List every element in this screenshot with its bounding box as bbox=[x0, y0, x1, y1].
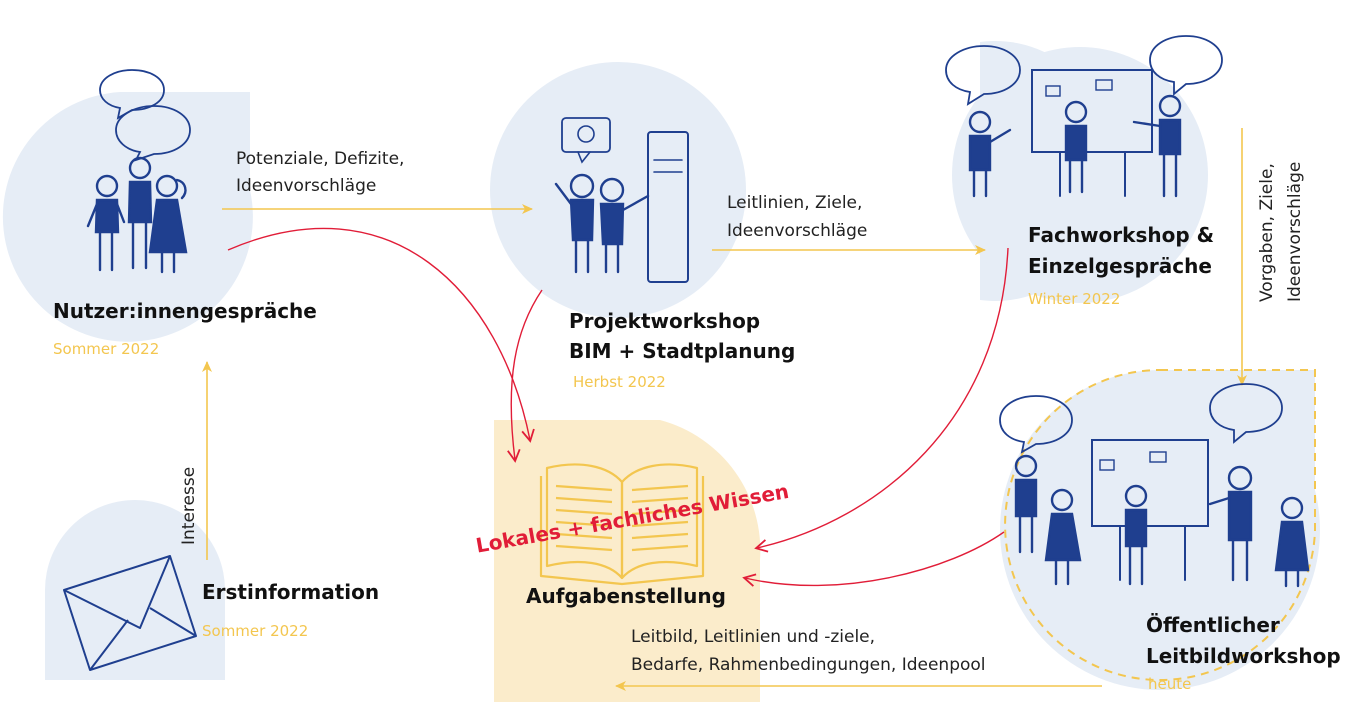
blob-projekt bbox=[490, 62, 746, 318]
leitbildworkshop-illustration bbox=[999, 383, 1310, 588]
aufgabe-title: Aufgabenstellung bbox=[526, 584, 726, 608]
person-icon bbox=[1280, 496, 1304, 520]
red-arrow-nutzer bbox=[227, 227, 535, 443]
oeffentlich-date: heute bbox=[1148, 675, 1192, 693]
erst-title: Erstinformation bbox=[202, 580, 380, 604]
speech-bubble-icon bbox=[999, 395, 1073, 454]
flow-label-nutzer-projekt-1: Potenziale, Defizite, bbox=[236, 149, 405, 169]
blob-erst bbox=[45, 500, 225, 680]
oeffentlich-title-line2: Leitbildworkshop bbox=[1146, 644, 1341, 668]
erst-date: Sommer 2022 bbox=[202, 622, 309, 640]
person-icon bbox=[1124, 484, 1148, 508]
screen-icon bbox=[647, 131, 689, 283]
flow-label-fach-oeffentlich-1: Vorgaben, Ziele, bbox=[1257, 163, 1277, 302]
red-arrow-projekt bbox=[507, 289, 543, 463]
flow-label-erst-nutzer: Interesse bbox=[179, 466, 199, 545]
envelope-icon bbox=[63, 555, 197, 671]
fach-date: Winter 2022 bbox=[1028, 290, 1121, 308]
flow-label-projekt-fach-1: Leitlinien, Ziele, bbox=[727, 193, 863, 213]
red-arrow-fach bbox=[754, 247, 1009, 553]
projekt-title-line2: BIM + Stadtplanung bbox=[569, 339, 796, 363]
nutzer-title: Nutzer:innengespräche bbox=[53, 299, 317, 323]
speech-bubble-icon bbox=[115, 105, 191, 162]
oeffentlich-title-line1: Öffentlicher bbox=[1146, 613, 1280, 637]
workshop-illustration bbox=[554, 117, 689, 283]
flow-label-projekt-fach-2: Ideenvorschläge bbox=[727, 221, 868, 241]
projekt-title-line1: Projektworkshop bbox=[569, 309, 761, 333]
person-icon bbox=[968, 110, 992, 134]
person-icon bbox=[1158, 94, 1182, 118]
flow-label-nutzer-projekt-2: Ideenvorschläge bbox=[236, 176, 377, 196]
speech-bubble-icon bbox=[561, 117, 611, 153]
flow-label-fach-oeffentlich-2: Ideenvorschläge bbox=[1285, 161, 1305, 302]
person-icon bbox=[1227, 465, 1253, 491]
fachworkshop-illustration bbox=[945, 35, 1223, 198]
person-icon bbox=[1050, 488, 1074, 512]
person-icon bbox=[128, 156, 152, 180]
nutzer-date: Sommer 2022 bbox=[53, 340, 160, 358]
projekt-date: Herbst 2022 bbox=[573, 373, 666, 391]
red-arrow-oeffentlich bbox=[742, 531, 1005, 587]
speech-bubble-icon bbox=[945, 45, 1021, 106]
speech-bubble-icon bbox=[99, 69, 165, 120]
flow-label-oeffentlich-aufgabe-2: Bedarfe, Rahmenbedingungen, Ideenpool bbox=[631, 655, 986, 675]
whiteboard-icon bbox=[1031, 69, 1153, 153]
open-book-icon bbox=[539, 463, 705, 586]
person-icon bbox=[95, 174, 119, 198]
blob-nutzer bbox=[2, 92, 253, 342]
person-icon bbox=[1064, 100, 1088, 124]
dashed-frame bbox=[1004, 369, 1316, 681]
fach-title-line2: Einzelgespräche bbox=[1028, 254, 1212, 278]
blob-aufgabe bbox=[494, 420, 761, 702]
speech-bubble-icon bbox=[1149, 35, 1223, 96]
fach-title-line1: Fachworkshop & bbox=[1028, 223, 1215, 247]
speech-bubble-icon bbox=[1209, 383, 1283, 444]
whiteboard-icon bbox=[1091, 439, 1209, 527]
person-icon bbox=[1014, 454, 1038, 478]
person-icon bbox=[155, 174, 179, 198]
person-icon bbox=[599, 177, 625, 203]
people-group-illustration bbox=[86, 69, 191, 274]
person-icon bbox=[569, 173, 595, 199]
flow-label-oeffentlich-aufgabe-1: Leitbild, Leitlinien und -ziele, bbox=[631, 627, 876, 647]
